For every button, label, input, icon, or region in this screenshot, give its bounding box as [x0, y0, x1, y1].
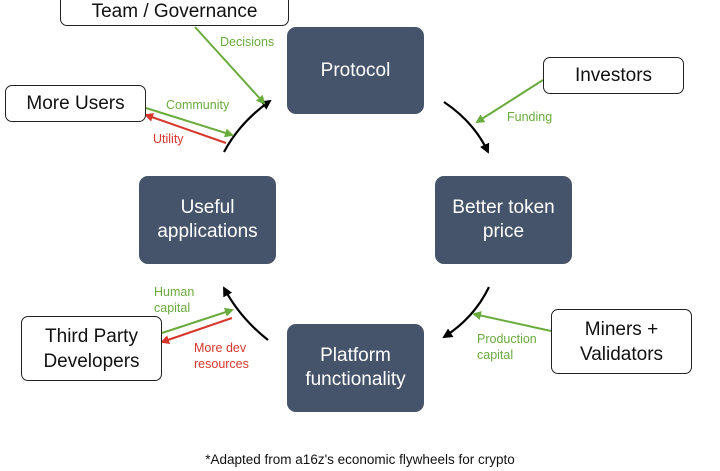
label-decisions: Decisions [220, 35, 275, 49]
actor-miners-validators-label: Miners + Validators [579, 318, 664, 365]
arrow-production-capital [472, 311, 552, 332]
cycle-arrow-protocol-to-price [443, 101, 490, 154]
actor-miners-validators: Miners + Validators [551, 309, 692, 374]
cycle-arrow-price-to-platform [442, 286, 490, 339]
actor-investors-label: Investors [574, 65, 653, 86]
arrow-funding [475, 79, 544, 124]
label-production-capital: Production capital [477, 332, 537, 362]
arrow-decisions [194, 26, 266, 105]
arrow-utility [144, 113, 227, 144]
label-utility: Utility [153, 132, 184, 146]
actor-more-users-label: More Users [26, 93, 125, 114]
node-useful-applications: Useful applications [139, 176, 276, 264]
node-protocol-label: Protocol [320, 59, 391, 81]
label-more-dev-resources: More dev resources [194, 341, 249, 371]
actor-team-governance: Team / Governance [60, 0, 289, 26]
node-better-token-price: Better token price [435, 176, 572, 264]
cycle-arrow-platform-to-apps [223, 286, 269, 341]
node-better-token-price-label: Better token price [452, 197, 555, 242]
node-platform-functionality-label: Platform functionality [305, 345, 406, 390]
node-useful-applications-label: Useful applications [157, 197, 258, 242]
arrow-community [145, 107, 234, 138]
arrow-more-dev-resources [160, 317, 233, 344]
node-protocol: Protocol [287, 27, 424, 114]
actor-more-users: More Users [5, 85, 146, 122]
cycle-arrow-apps-to-protocol [223, 99, 272, 153]
actor-investors: Investors [543, 57, 684, 94]
actor-team-governance-label: Team / Governance [91, 0, 258, 22]
actor-third-party-developers: Third Party Developers [21, 316, 162, 381]
label-human-capital: Human capital [154, 285, 195, 315]
actor-third-party-developers-label: Third Party Developers [43, 325, 140, 372]
label-funding: Funding [507, 110, 553, 124]
label-community: Community [166, 98, 230, 112]
node-platform-functionality: Platform functionality [287, 324, 424, 412]
arrow-human-capital [161, 307, 234, 334]
footnote: *Adapted from a16z's economic flywheels … [205, 452, 515, 467]
